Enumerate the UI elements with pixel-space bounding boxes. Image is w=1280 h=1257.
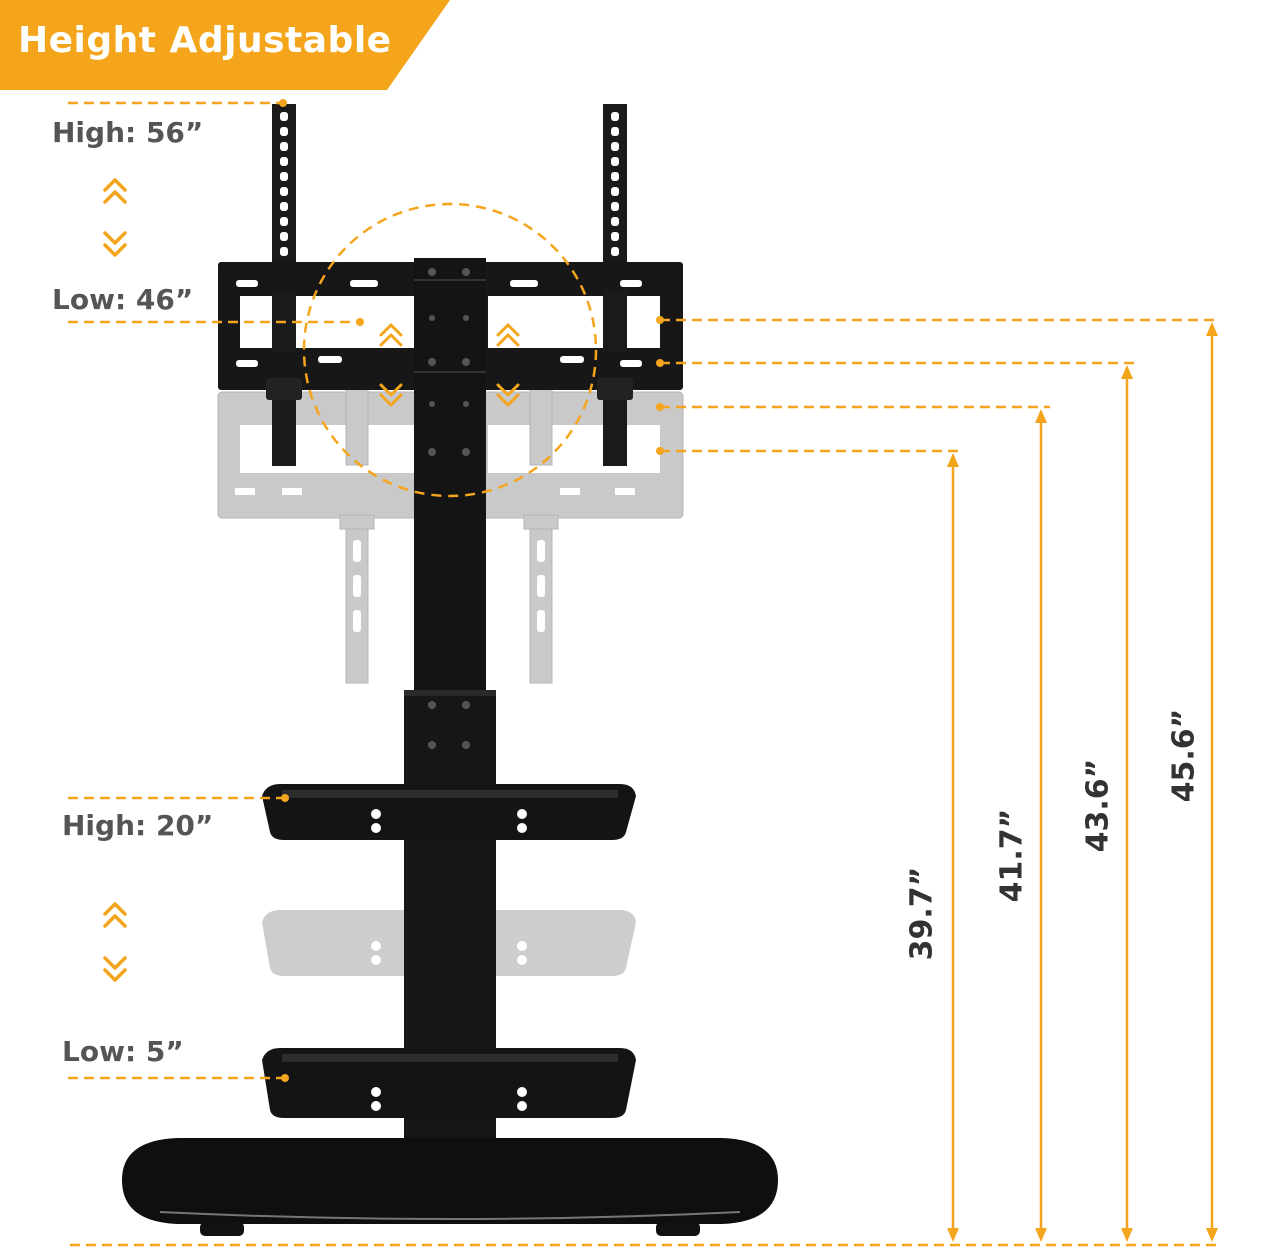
- stand-base: [122, 1138, 778, 1236]
- right-guide-dots: [656, 316, 664, 455]
- dimension-39-7: 39.7”: [904, 866, 940, 961]
- title: Height Adjustable: [18, 20, 392, 61]
- adjust-circle: [302, 202, 598, 498]
- mount-high-label: High: 56”: [52, 116, 204, 149]
- dimension-arrows: [947, 322, 1218, 1242]
- dimension-41-7: 41.7”: [994, 808, 1030, 903]
- title-banner: [0, 0, 450, 90]
- arm-holes: [280, 112, 619, 256]
- left-guides: [68, 101, 360, 1080]
- shelf-upper: [262, 784, 636, 840]
- right-guides: [660, 318, 1218, 453]
- mount-low-label: Low: 46”: [52, 283, 194, 316]
- shelf-high-label: High: 20”: [62, 809, 214, 842]
- shelf-low-label: Low: 5”: [62, 1035, 184, 1068]
- dimension-45-6: 45.6”: [1166, 708, 1202, 803]
- left-adjust-arrows: [103, 178, 127, 982]
- shelf-ghost: [262, 905, 636, 977]
- shelf-lower: [262, 1048, 636, 1118]
- guide-dots: [279, 99, 364, 1082]
- dimension-43-6: 43.6”: [1080, 758, 1116, 853]
- mount-adjust-arrows: [379, 323, 520, 407]
- ghost-arm-holes: [353, 540, 545, 632]
